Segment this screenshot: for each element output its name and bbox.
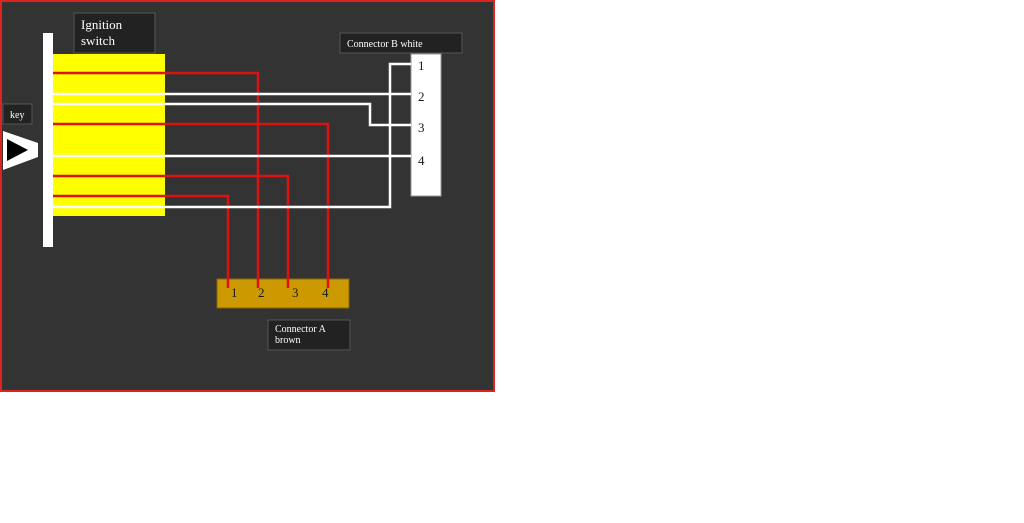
red-wire-to-a4	[53, 122, 330, 288]
connector-b-pin-1: 1	[418, 58, 425, 73]
ignition-switch-body	[53, 54, 165, 216]
red-wire-to-a1	[53, 194, 230, 288]
connector-a-pin-2: 2	[258, 285, 265, 300]
connector-a-pin-4: 4	[322, 285, 329, 300]
key-label: key	[2, 103, 33, 125]
connector-a-pin-3: 3	[292, 285, 299, 300]
connector-b-pin-3: 3	[418, 120, 425, 135]
ignition-switch-label: Ignition switch	[73, 12, 156, 54]
ignition-switch-label-line2: switch	[81, 33, 115, 48]
connector-b-pin-2: 2	[418, 89, 425, 104]
connector-b-label: Connector B white	[339, 32, 463, 54]
ignition-switch-label-line1: Ignition	[81, 17, 123, 32]
connector-a-label: Connector A brown	[267, 319, 351, 351]
connector-b	[410, 53, 442, 197]
red-wire-to-a2	[53, 71, 260, 288]
connector-a-label-line1: Connector A	[275, 324, 327, 335]
connector-b-pin-4: 4	[418, 153, 425, 168]
connector-b-label-text: Connector B white	[347, 39, 423, 50]
mounting-bar	[43, 33, 53, 247]
red-wire-to-a3	[53, 174, 290, 288]
white-wire-to-b1	[53, 62, 411, 209]
key-label-text: key	[10, 110, 24, 121]
play-triangle-icon[interactable]	[3, 131, 38, 170]
connector-a-pin-1: 1	[231, 285, 238, 300]
connector-a-label-line2: brown	[275, 335, 301, 346]
